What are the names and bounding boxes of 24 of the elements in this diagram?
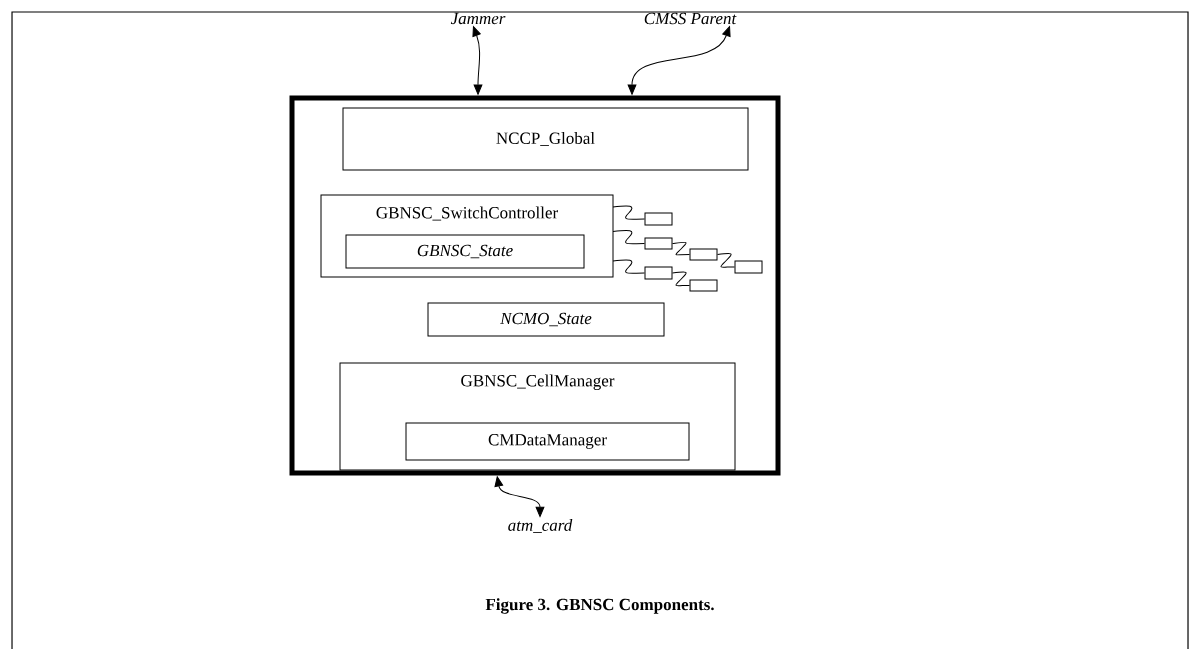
double-arrow [627,26,731,95]
external-label: Jammer [450,12,506,25]
double-arrow [472,26,483,95]
component-box: NCCP_Global [342,107,749,171]
component-frame [289,95,781,476]
component-box: NCMO_State [427,302,665,337]
port-box [689,248,718,261]
external-label: CMSS Parent [644,12,737,25]
component-box: CMDataManager [405,422,690,461]
port-box [734,260,763,274]
component-box: GBNSC_State [345,234,585,269]
figure-caption: Figure 3. GBNSC Components. [485,598,714,614]
port-box [644,237,673,250]
connector [612,259,645,274]
connector [672,271,690,287]
external-label: atm_card [508,519,573,533]
port-box [689,279,718,292]
connector [612,229,645,245]
connector [717,252,735,268]
connector [672,241,690,256]
double-arrow [494,476,545,517]
port-box [644,212,673,226]
connector [612,205,645,220]
port-box [644,266,673,280]
